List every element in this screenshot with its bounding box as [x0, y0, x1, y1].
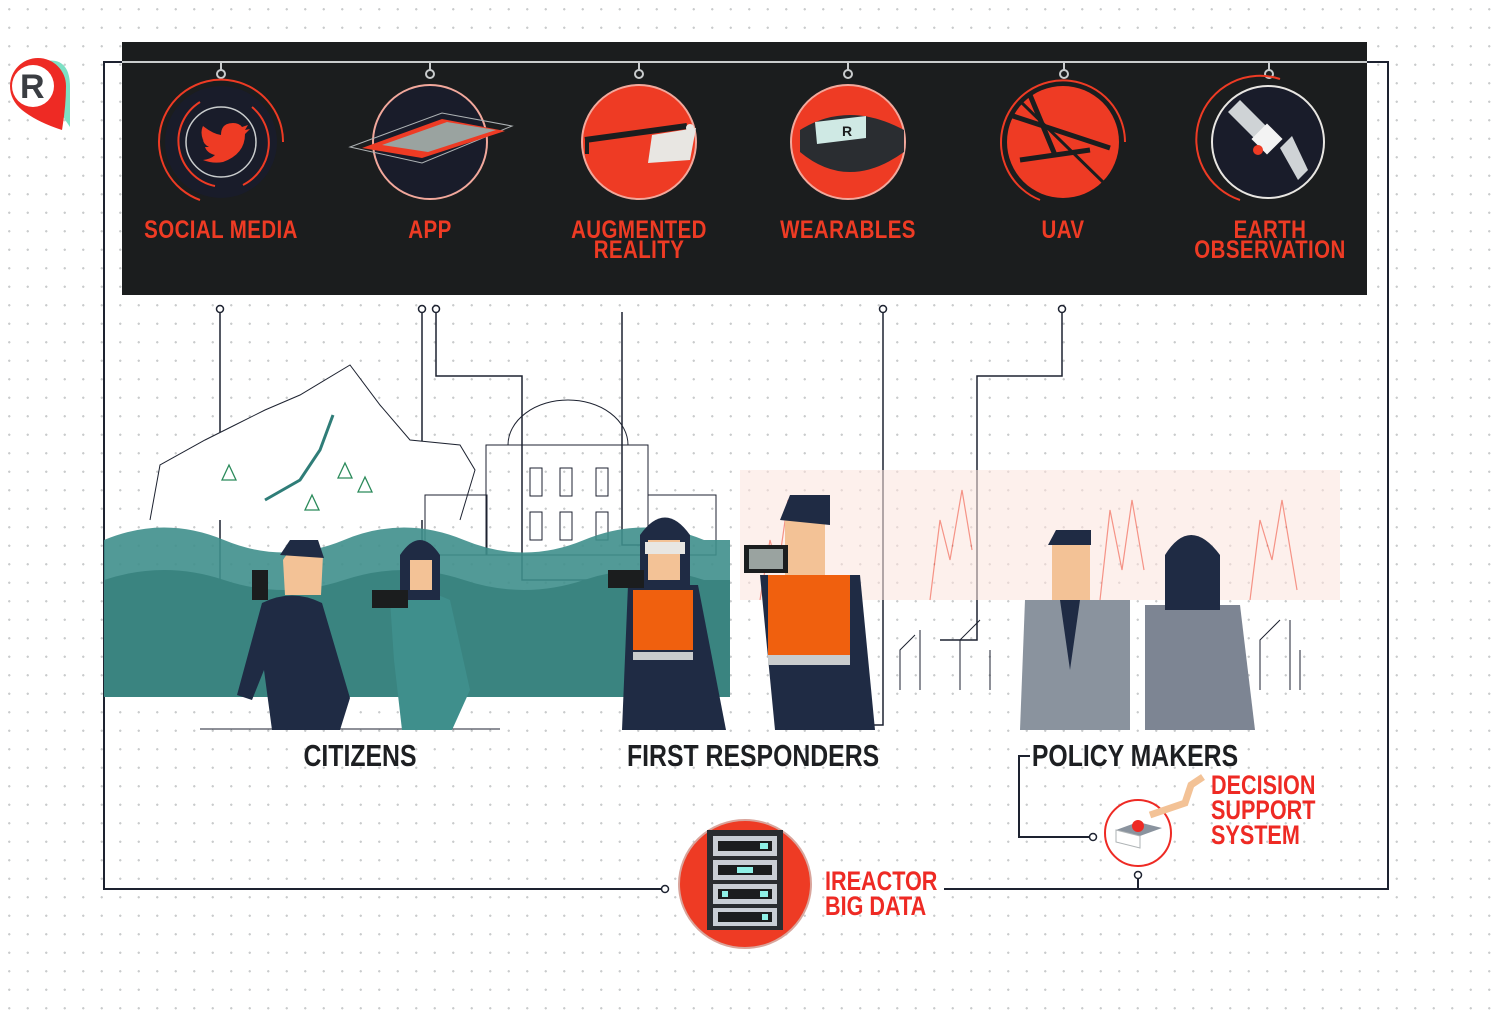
policy-maker-woman — [1145, 535, 1255, 730]
wristband-icon: R — [790, 84, 906, 200]
group-label-citizens: CITIZENS — [303, 738, 417, 773]
policy-maker-man — [1020, 530, 1130, 730]
source-label-app: APP — [408, 216, 452, 244]
server-rack-icon — [678, 819, 812, 949]
logo-letter: R — [20, 68, 45, 106]
push-button-icon — [1104, 774, 1205, 867]
responder-woman — [608, 517, 726, 730]
group-label-policy-makers: POLICY MAKERS — [1031, 738, 1239, 773]
source-label-uav: UAV — [1041, 216, 1085, 244]
tablet-icon — [348, 84, 514, 200]
decision-support-label: DECISION SUPPORT SYSTEM — [1211, 770, 1316, 850]
satellite-icon — [1195, 74, 1325, 201]
source-label-social-media: SOCIAL MEDIA — [144, 216, 298, 244]
drone-icon — [1000, 79, 1126, 201]
big-data-label: IREACTOR BIG DATA — [825, 866, 938, 921]
sources-panel — [122, 42, 1367, 295]
citizen-woman — [372, 540, 470, 730]
svg-text:R: R — [842, 123, 852, 139]
source-label-wearables: WEARABLES — [780, 216, 916, 244]
citizen-man — [237, 540, 350, 730]
circuit-lines — [899, 619, 1301, 690]
phone-icon — [252, 570, 268, 600]
smart-glasses-icon — [581, 84, 697, 200]
twitter-bird-icon — [158, 78, 285, 201]
group-label-first-responders: FIRST RESPONDERS — [627, 738, 880, 773]
ireactor-logo — [10, 58, 70, 130]
responder-man — [744, 495, 875, 730]
